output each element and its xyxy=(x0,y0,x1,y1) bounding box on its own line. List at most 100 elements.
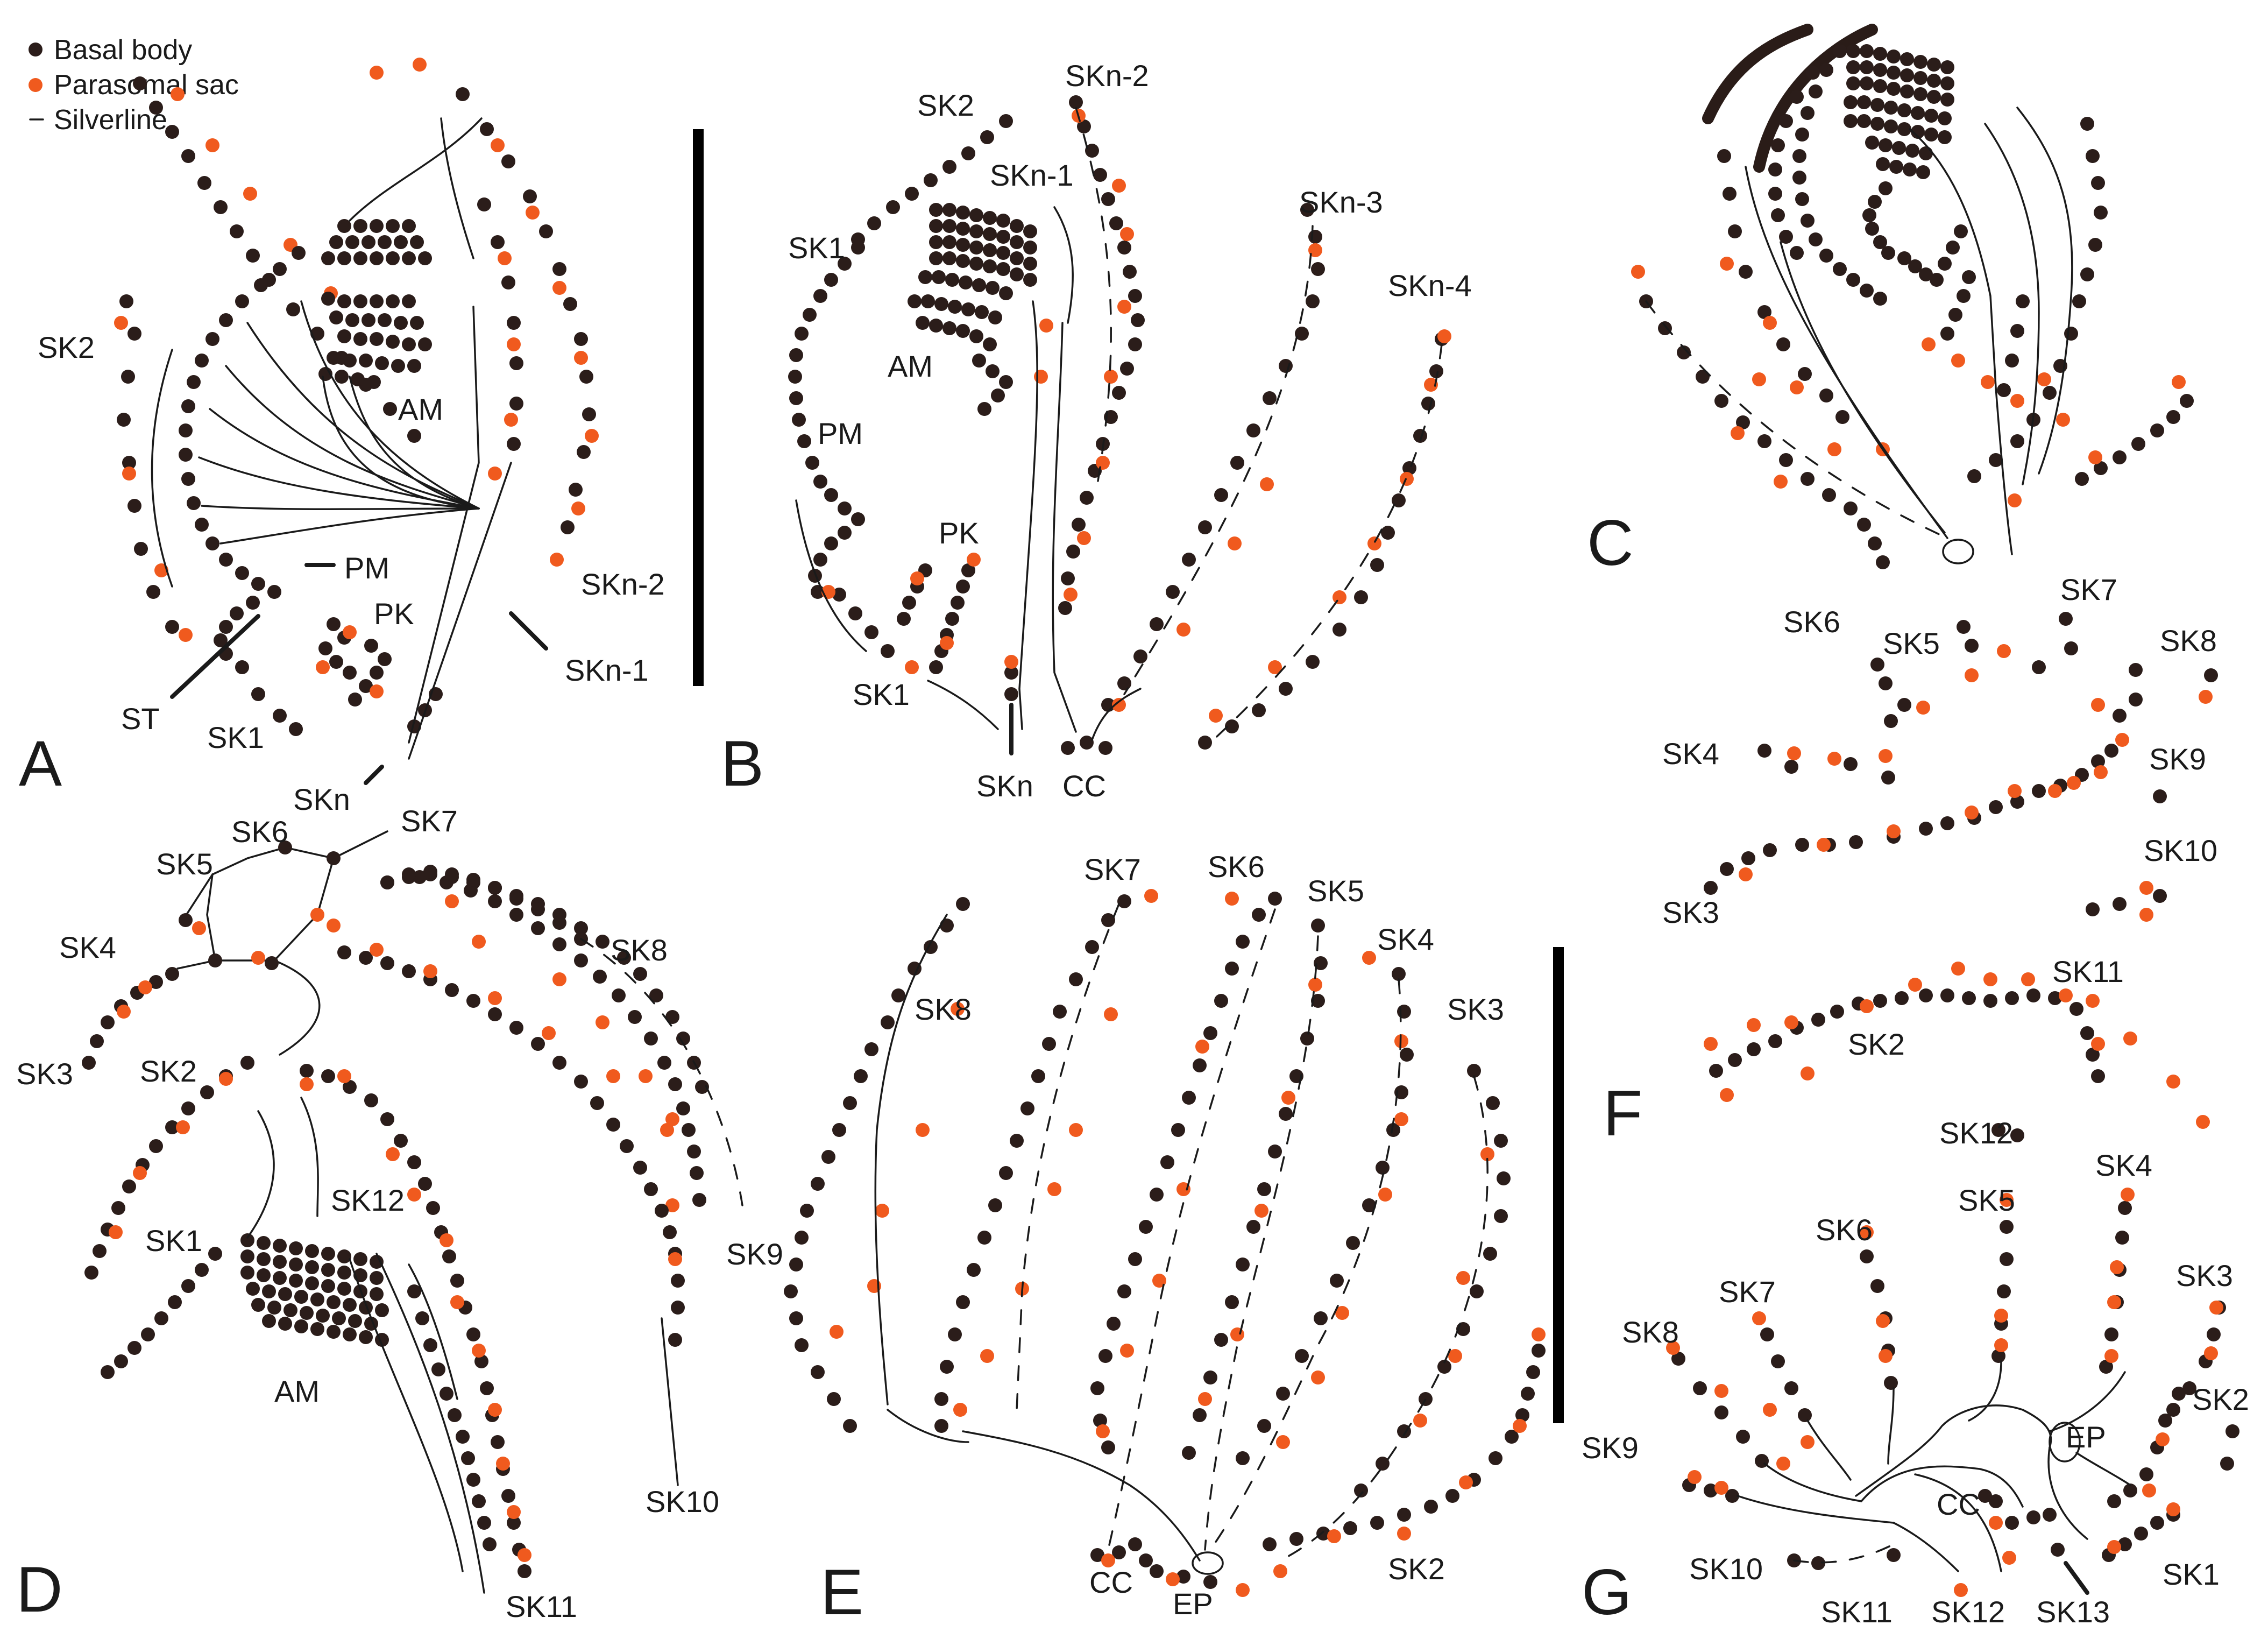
panel-g: SK4 SK5 SK6 SK3 SK7 SK8 SK2 EP SK9 CC SK… xyxy=(1582,1148,2249,1629)
basal-body-dot xyxy=(1203,1371,1217,1384)
basal-body-dot xyxy=(945,273,959,287)
basal-body-dot xyxy=(1166,585,1180,599)
basal-body-dot xyxy=(1927,90,1941,104)
basal-body-dot xyxy=(644,1182,658,1196)
panel-e-label: SK8 xyxy=(915,992,972,1026)
parasomal-sac-dot xyxy=(498,251,512,265)
basal-body-dot xyxy=(983,211,997,225)
basal-body-dot xyxy=(343,666,357,680)
parasomal-sac-dot xyxy=(1034,370,1048,384)
parasomal-sac-dot xyxy=(1327,1529,1341,1543)
basal-body-dot xyxy=(1257,1419,1271,1433)
panel-b-silverline-1 xyxy=(1053,206,1074,324)
basal-body-dot xyxy=(1289,1532,1303,1546)
basal-body-dot xyxy=(402,867,416,881)
basal-body-dot xyxy=(101,1365,115,1379)
basal-body-dot xyxy=(235,660,249,674)
basal-body-dot xyxy=(1844,501,1858,515)
basal-body-dot xyxy=(908,294,922,308)
basal-body-dot xyxy=(407,429,421,443)
panel-g-label: SK8 xyxy=(1622,1315,1679,1349)
basal-body-dot xyxy=(682,1123,696,1137)
basal-body-dot xyxy=(988,1198,1002,1212)
parasomal-sac-dot xyxy=(1908,978,1922,992)
basal-body-dot xyxy=(1182,1091,1196,1105)
basal-body-dot xyxy=(881,644,895,658)
basal-body-dot xyxy=(795,1231,809,1245)
basal-body-dot xyxy=(1857,114,1871,128)
basal-body-dot xyxy=(569,483,583,497)
basal-body-dot xyxy=(918,270,932,284)
basal-body-dot xyxy=(961,302,975,316)
basal-body-dot xyxy=(294,1290,308,1304)
basal-body-dot xyxy=(1386,1123,1400,1137)
basal-body-dot xyxy=(456,1430,470,1444)
parasomal-sac-dot xyxy=(660,1123,674,1137)
basal-body-dot xyxy=(552,916,566,930)
panel-g-cc-dots xyxy=(1787,1489,2065,1570)
basal-body-dot xyxy=(692,1193,706,1207)
basal-body-dot xyxy=(1798,1408,1812,1422)
basal-body-dot xyxy=(902,596,916,610)
basal-body-dot xyxy=(1658,321,1672,335)
basal-body-dot xyxy=(665,1010,679,1024)
basal-body-dot xyxy=(2172,1387,2186,1401)
basal-body-dot xyxy=(93,1244,107,1258)
basal-body-dot xyxy=(265,956,279,970)
basal-body-dot xyxy=(1916,165,1930,179)
parasomal-sac-dot xyxy=(2156,1432,2170,1446)
basal-body-dot xyxy=(1123,265,1137,279)
parasomal-sac-dot xyxy=(2166,1075,2180,1089)
basal-body-dot xyxy=(1198,736,1212,750)
basal-body-dot xyxy=(1868,195,1882,209)
panel-a-skn-tail xyxy=(407,687,443,733)
panel-g-silverline-sk2 xyxy=(2075,1452,2131,1486)
basal-body-dot xyxy=(418,1177,432,1191)
basal-body-dot xyxy=(1308,230,1322,244)
parasomal-sac-dot xyxy=(2002,1551,2016,1565)
panel-c-arc-inner xyxy=(1862,181,1968,287)
basal-body-dot xyxy=(1887,66,1901,80)
basal-body-dot xyxy=(474,1354,488,1368)
parasomal-sac-dot xyxy=(1367,536,1381,550)
basal-body-dot xyxy=(983,259,997,273)
basal-body-dot xyxy=(329,310,343,324)
basal-body-dot xyxy=(300,1306,314,1320)
basal-body-dot xyxy=(480,122,494,136)
basal-body-dot xyxy=(1236,1451,1250,1465)
basal-body-dot xyxy=(1429,364,1443,378)
parasomal-sac-dot xyxy=(1784,1015,1798,1029)
basal-body-dot xyxy=(127,327,141,341)
panel-b-sac-skn4 xyxy=(1209,329,1451,723)
parasomal-sac-dot xyxy=(488,467,502,481)
basal-body-dot xyxy=(792,413,806,427)
basal-body-dot xyxy=(986,364,1000,378)
basal-body-dot xyxy=(1954,224,1968,238)
basal-body-dot xyxy=(1413,429,1427,443)
basal-body-dot xyxy=(1728,224,1742,238)
basal-body-dot xyxy=(1860,60,1874,74)
basal-body-dot xyxy=(466,1473,480,1487)
basal-body-dot xyxy=(1940,816,1954,830)
parasomal-sac-dot xyxy=(122,467,136,481)
basal-body-dot xyxy=(289,1258,303,1271)
basal-body-dot xyxy=(251,1298,265,1312)
panel-c-silverline-3 xyxy=(1909,128,2013,555)
basal-body-dot xyxy=(1771,138,1785,152)
basal-body-dot xyxy=(407,1155,421,1169)
basal-body-dot xyxy=(2104,744,2118,758)
basal-body-dot xyxy=(1714,1405,1728,1419)
panel-b-letter: B xyxy=(721,727,764,800)
panel-g-ep-vacuole xyxy=(2049,1422,2081,1463)
basal-body-dot xyxy=(2094,206,2108,220)
panel-d-sk12-sacs xyxy=(300,1069,531,1562)
basal-body-dot xyxy=(1150,1188,1164,1202)
basal-body-dot xyxy=(1376,1457,1390,1471)
basal-body-dot xyxy=(507,316,521,330)
panel-d-label: SK12 xyxy=(331,1183,405,1217)
panel-d: SK6 SK7 SK5 SK4 SK8 SK3 SK2 SK12 SK1 SK9… xyxy=(16,804,783,1626)
parasomal-sac-dot xyxy=(1790,380,1804,394)
panel-d-label: SK1 xyxy=(145,1224,202,1258)
parasomal-sac-dot xyxy=(2086,994,2100,1008)
panel-a-label: SKn xyxy=(293,782,350,816)
